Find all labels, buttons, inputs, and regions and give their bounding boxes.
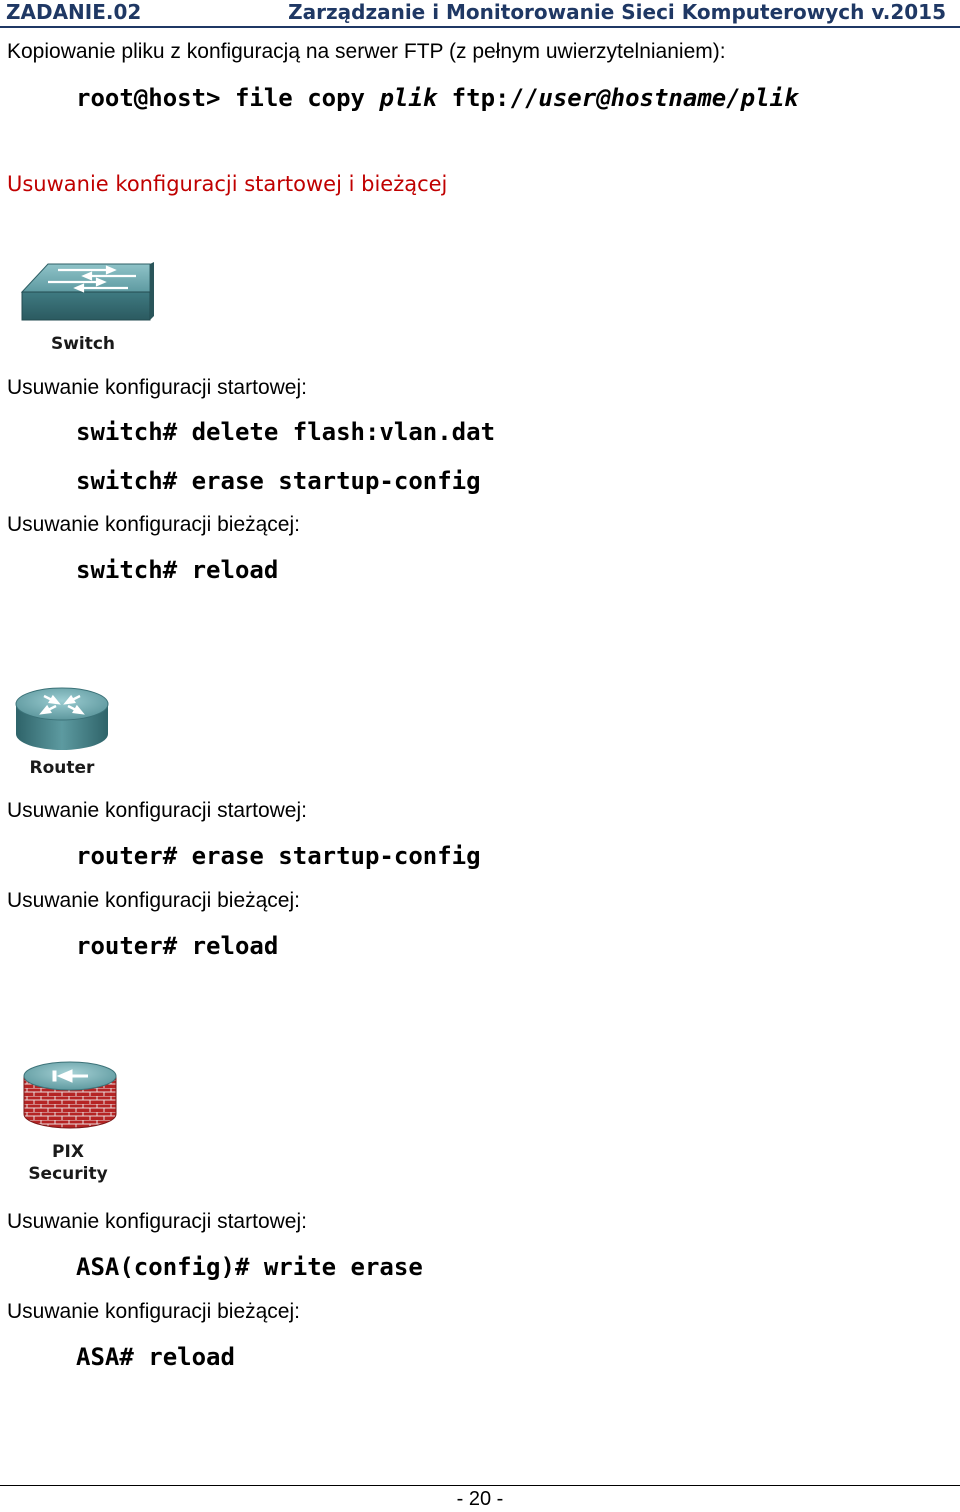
switch-icon bbox=[20, 262, 154, 321]
switch-command-erase: switch# erase startup-config bbox=[76, 467, 481, 495]
pix-label-line2: Security bbox=[28, 1164, 108, 1184]
pix-running-label: Usuwanie konfiguracji bieżącej: bbox=[7, 1300, 300, 1323]
pix-device: PIX Security bbox=[20, 1056, 130, 1191]
router-running-label: Usuwanie konfiguracji bieżącej: bbox=[7, 889, 300, 912]
header-divider bbox=[0, 26, 960, 28]
pix-command-write-erase: ASA(config)# write erase bbox=[76, 1253, 423, 1281]
switch-device: Switch bbox=[18, 258, 158, 358]
router-startup-label: Usuwanie konfiguracji startowej: bbox=[7, 799, 307, 822]
router-icon bbox=[15, 687, 109, 750]
pix-startup-label: Usuwanie konfiguracji startowej: bbox=[7, 1210, 307, 1233]
switch-label: Switch bbox=[50, 334, 116, 354]
pix-firewall-icon bbox=[23, 1061, 117, 1129]
section-heading: Usuwanie konfiguracji startowej i bieżąc… bbox=[7, 172, 448, 196]
switch-startup-label: Usuwanie konfiguracji startowej: bbox=[7, 376, 307, 399]
document-id: ZADANIE.02 bbox=[6, 0, 142, 24]
ftp-intro: Kopiowanie pliku z konfiguracją na serwe… bbox=[7, 40, 726, 63]
document-title: Zarządzanie i Monitorowanie Sieci Komput… bbox=[288, 0, 946, 24]
pix-command-reload: ASA# reload bbox=[76, 1343, 235, 1371]
pix-label-line1: PIX bbox=[52, 1142, 84, 1162]
router-device: Router bbox=[10, 682, 120, 782]
ftp-command-file: plik bbox=[379, 84, 438, 112]
ftp-command-part: ftp:// bbox=[437, 84, 539, 112]
router-command-reload: router# reload bbox=[76, 932, 279, 960]
router-command-erase: router# erase startup-config bbox=[76, 842, 481, 870]
router-label: Router bbox=[29, 758, 95, 778]
ftp-command-part: root@host> file copy bbox=[76, 84, 380, 112]
switch-command-delete-vlan: switch# delete flash:vlan.dat bbox=[76, 418, 496, 446]
footer-divider bbox=[0, 1485, 960, 1486]
ftp-command-target: user@hostname/plik bbox=[538, 84, 799, 112]
switch-command-reload: switch# reload bbox=[76, 556, 279, 584]
switch-running-label: Usuwanie konfiguracji bieżącej: bbox=[7, 513, 300, 536]
page-number: - 20 - bbox=[456, 1488, 504, 1510]
ftp-command: root@host> file copy plik ftp://user@hos… bbox=[76, 84, 798, 112]
